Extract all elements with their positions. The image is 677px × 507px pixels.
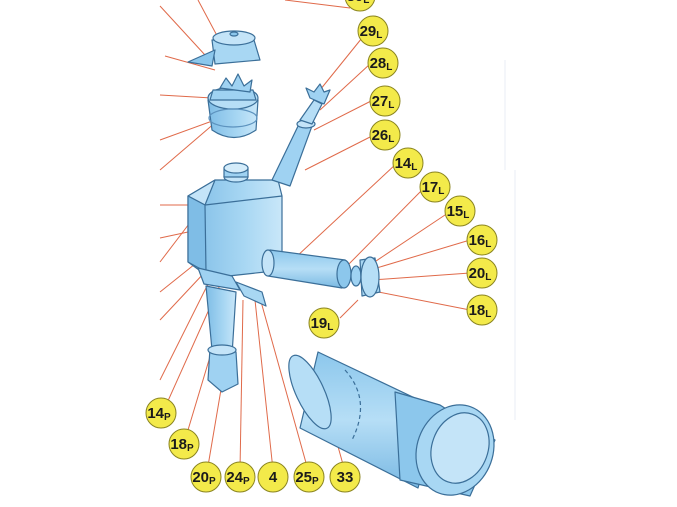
badge-suffix: L	[386, 62, 392, 73]
badge-number: 28	[370, 55, 387, 72]
label-badge-28l: 28L	[368, 48, 398, 78]
label-badge-14l: 14L	[393, 148, 423, 178]
badge-suffix: L	[438, 186, 444, 197]
badge-suffix: L	[411, 162, 417, 173]
badge-suffix: L	[388, 100, 394, 111]
badge-number: 18	[170, 436, 187, 453]
label-badge-19l: 19L	[309, 308, 339, 338]
badge-suffix: P	[187, 443, 194, 454]
label-badge-30l: 30L	[345, 0, 375, 11]
badge-suffix: P	[209, 476, 216, 487]
badge-suffix: L	[388, 134, 394, 145]
badge-number: 14	[147, 405, 164, 422]
badge-number: 27	[372, 93, 389, 110]
label-badge-27l: 27L	[370, 86, 400, 116]
label-badge-20p: 20P	[191, 462, 221, 492]
badge-number: 26	[372, 127, 389, 144]
badge-suffix: L	[485, 239, 491, 250]
label-badge-26l: 26L	[370, 120, 400, 150]
label-badge-17l: 17L	[420, 172, 450, 202]
label-badge-4: 4	[258, 462, 288, 492]
badge-number: 15	[447, 203, 464, 220]
label-badge-20l: 20L	[467, 258, 497, 288]
badge-number: 14	[395, 155, 412, 172]
badge-suffix: P	[164, 412, 171, 423]
badge-suffix: P	[312, 476, 319, 487]
raised-arm-part	[272, 84, 330, 186]
leg-part	[206, 286, 238, 392]
badge-number: 18	[469, 302, 486, 319]
label-badge-18l: 18L	[467, 295, 497, 325]
label-badge-16l: 16L	[467, 225, 497, 255]
badge-suffix: L	[485, 272, 491, 283]
badge-suffix: L	[363, 0, 369, 6]
paper-edge	[505, 60, 515, 420]
badge-number: 16	[469, 232, 486, 249]
label-badge-29l: 29L	[358, 16, 388, 46]
label-badge-33: 33	[330, 462, 360, 492]
badge-label: 33	[337, 469, 354, 486]
badge-suffix: L	[485, 309, 491, 320]
badge-suffix: L	[463, 210, 469, 221]
badge-suffix: P	[243, 476, 250, 487]
badge-suffix: L	[376, 30, 382, 41]
label-badge-14p: 14P	[146, 398, 176, 428]
label-badge-15l: 15L	[445, 196, 475, 226]
badge-number: 25	[295, 469, 312, 486]
badge-number: 19	[311, 315, 328, 332]
extended-arm-part	[262, 250, 380, 297]
badge-number: 4	[269, 469, 278, 486]
label-badge-25p: 25P	[294, 462, 324, 492]
badge-suffix: L	[327, 322, 333, 333]
label-badge-18p: 18P	[169, 429, 199, 459]
badge-number: 20	[469, 265, 486, 282]
label-badge-24p: 24P	[225, 462, 255, 492]
badge-number: 17	[422, 179, 439, 196]
badge-label: 4	[269, 469, 278, 486]
head-part	[208, 74, 258, 138]
badge-number: 29	[360, 23, 377, 40]
parts	[188, 31, 506, 506]
badge-number: 30	[347, 0, 364, 5]
badge-number: 33	[337, 469, 354, 486]
badge-number: 20	[192, 469, 209, 486]
badge-number: 24	[226, 469, 243, 486]
